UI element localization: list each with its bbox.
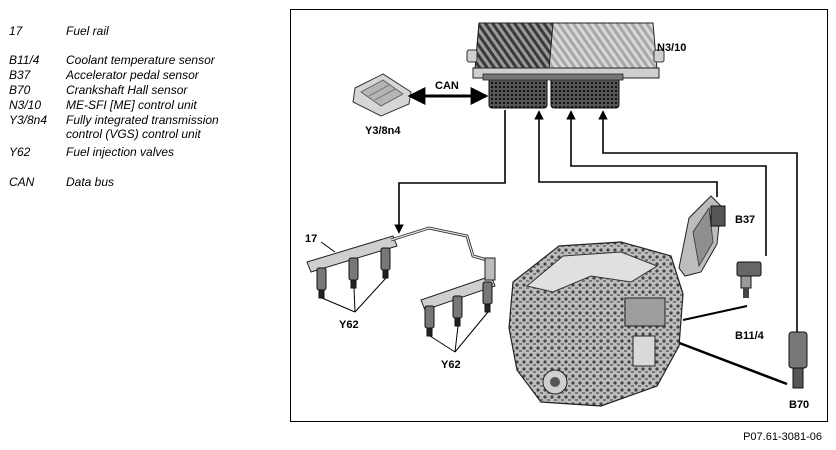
label-b37: B37 — [735, 214, 755, 226]
label-y62-right: Y62 — [441, 359, 461, 371]
crankshaft-sensor-b70 — [788, 331, 808, 389]
wire-from-b70 — [598, 110, 798, 334]
legend-desc: Fully integrated transmission — [66, 113, 219, 127]
legend-code: 17 — [9, 24, 23, 38]
legend-code: CAN — [9, 175, 35, 189]
b70-arrow — [658, 333, 788, 386]
b11-4-leader — [682, 305, 748, 321]
wire-from-b11-4 — [566, 110, 767, 256]
legend-code: B37 — [9, 68, 31, 82]
label-can: CAN — [435, 80, 459, 92]
coolant-sensor-b11-4 — [736, 261, 762, 298]
legend-desc: ME-SFI [ME] control unit — [66, 98, 197, 112]
label-b70: B70 — [789, 399, 809, 411]
fuel-injection-valves — [316, 247, 493, 337]
legend-desc: Fuel injection valves — [66, 145, 175, 159]
figure-id: P07.61-3081-06 — [743, 431, 822, 443]
wire-to-fuel-rail — [394, 110, 506, 234]
transmission-control-y3-8n4 — [352, 73, 412, 117]
label-y62-left: Y62 — [339, 319, 359, 331]
label-y3-8n4: Y3/8n4 — [365, 125, 401, 137]
label-fuel-rail-17: 17 — [305, 233, 317, 245]
diagram-canvas: N3/10 CAN Y3/8n4 B37 17 Y62 Y62 B11/4 B7… — [305, 22, 809, 411]
label-n3-10: N3/10 — [657, 42, 686, 54]
engine-block — [508, 241, 684, 407]
label-b11-4: B11/4 — [735, 330, 765, 342]
legend-code: B70 — [9, 83, 31, 97]
legend-desc: Data bus — [66, 175, 115, 189]
legend-code: Y62 — [9, 145, 31, 159]
diagram-frame: N3/10 CAN Y3/8n4 B37 17 Y62 Y62 B11/4 B7… — [290, 9, 828, 422]
wiring — [394, 110, 798, 334]
legend-desc: control (VGS) control unit — [66, 127, 201, 141]
legend-code: B11/4 — [9, 53, 40, 67]
legend-desc: Fuel rail — [66, 24, 109, 38]
pedal-sensor-b37 — [678, 195, 726, 277]
legend-desc: Crankshaft Hall sensor — [66, 83, 188, 97]
legend-desc: Accelerator pedal sensor — [66, 68, 199, 82]
legend-desc: Coolant temperature sensor — [66, 53, 215, 67]
legend-code: Y3/8n4 — [9, 113, 48, 127]
y62-leaders — [320, 241, 489, 353]
ecu-n3-10 — [466, 22, 665, 109]
fuel-rail-17 — [306, 226, 496, 311]
wire-from-b37 — [534, 110, 718, 197]
legend-code: N3/10 — [9, 98, 42, 112]
